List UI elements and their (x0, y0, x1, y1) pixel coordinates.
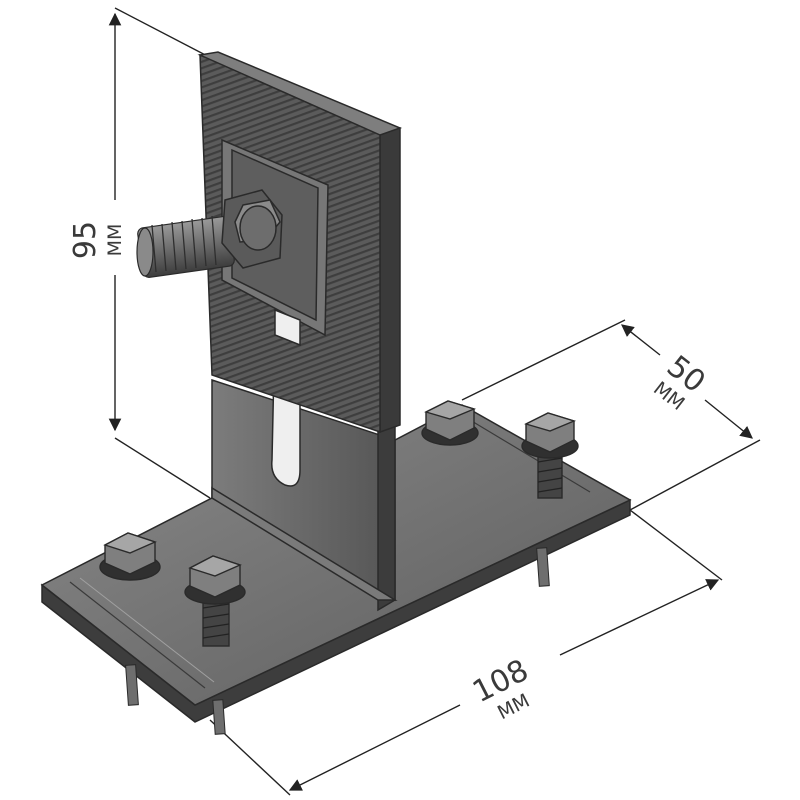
length-dimension-line-right (559, 579, 720, 656)
screw-center-front (184, 555, 246, 647)
height-value: 95 (68, 221, 103, 259)
length-label: 108 MM (467, 653, 534, 724)
stud-back-right (536, 547, 550, 587)
screw-right-back (421, 400, 479, 446)
dimension-length (209, 509, 723, 796)
stud-front-left (125, 664, 139, 706)
width-label: 50 MM (649, 349, 711, 415)
dimension-width (461, 319, 761, 511)
height-label: 95 MM (68, 221, 126, 259)
screw-left-front (99, 532, 161, 581)
extension-line-top (114, 7, 216, 61)
extension-line-bottom (114, 437, 211, 499)
hex-nut (221, 189, 283, 269)
extension-line-right (629, 509, 723, 581)
width-dimension-line-lower (704, 399, 753, 439)
width-dimension-line (621, 324, 661, 356)
stud-front-right (212, 699, 226, 735)
length-dimension-line (288, 704, 461, 791)
height-unit: MM (104, 224, 126, 257)
extension-line-front (629, 439, 761, 511)
ribbed-plate (197, 51, 403, 434)
dimension-height (108, 7, 216, 499)
extension-line-back (461, 319, 626, 401)
threaded-bolt (136, 215, 235, 278)
screw-right-front (521, 412, 579, 499)
